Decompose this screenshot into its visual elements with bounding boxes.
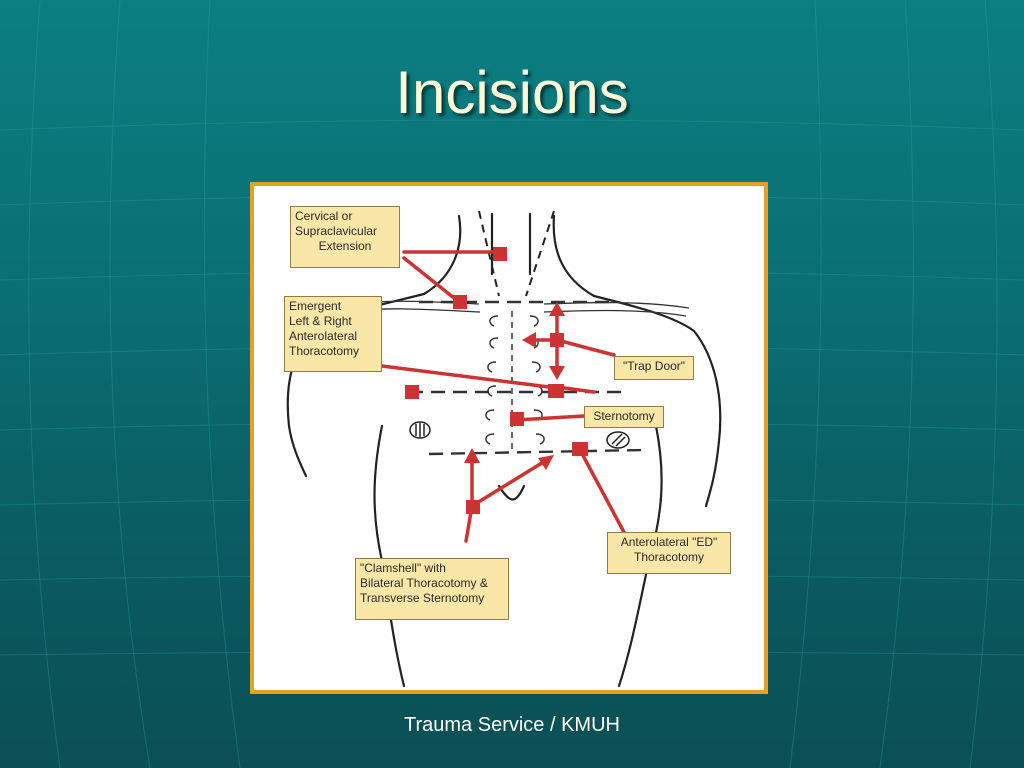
callout-sternotomy: Sternotomy — [584, 406, 664, 428]
clavicles — [343, 300, 690, 317]
callout-anterolateral-ed-line1: Anterolateral "ED" — [620, 535, 718, 549]
callout-anterolateral-ed: Anterolateral "ED" Thoracotomy — [607, 532, 731, 574]
slide-footer: Trauma Service / KMUH — [404, 714, 620, 736]
callout-cervical-line3: Extension — [318, 239, 372, 253]
incision-diagram: Cervical or Supraclavicular Extension Em… — [250, 182, 768, 694]
callout-clamshell-line2: Bilateral Thoracotomy & — [360, 576, 488, 590]
arrow-heads — [464, 302, 565, 470]
callout-emergent-line1: Emergent — [289, 299, 342, 313]
callout-emergent-line4: Thoracotomy — [289, 344, 360, 358]
callout-emergent-line3: Anterolateral — [289, 329, 358, 343]
callout-clamshell-line3: Transverse Sternotomy — [360, 591, 485, 605]
incision-markers — [405, 247, 588, 514]
callout-clamshell-line1: "Clamshell" with — [360, 561, 446, 575]
callout-clamshell: "Clamshell" with Bilateral Thoracotomy &… — [355, 558, 509, 620]
callout-trap-door-line1: "Trap Door" — [622, 359, 686, 373]
callout-trap-door: "Trap Door" — [614, 356, 694, 380]
callout-anterolateral-ed-line2: Thoracotomy — [633, 550, 705, 564]
callout-cervical-line1: Cervical or — [295, 209, 353, 223]
callout-cervical-line2: Supraclavicular — [295, 224, 378, 238]
callout-emergent-line2: Left & Right — [289, 314, 352, 328]
callout-emergent: Emergent Left & Right Anterolateral Thor… — [284, 296, 382, 372]
callout-cervical: Cervical or Supraclavicular Extension — [290, 206, 400, 268]
callout-sternotomy-line1: Sternotomy — [593, 409, 655, 423]
nipples — [409, 421, 630, 449]
incision-dashed-lines — [409, 300, 645, 456]
slide-title: Incisions — [395, 59, 629, 126]
